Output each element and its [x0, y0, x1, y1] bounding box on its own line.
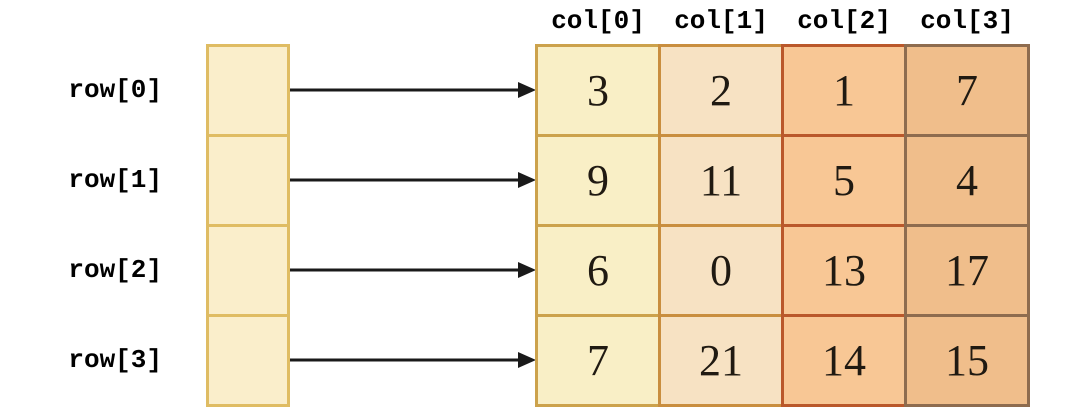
matrix-cell-3-1: 21 [658, 314, 784, 407]
row-label-3: row[3] [68, 345, 162, 375]
arrowhead-icon [518, 172, 536, 188]
matrix-cell-3-2: 14 [781, 314, 907, 407]
col-header-0: col[0] [551, 6, 645, 36]
arrowhead-icon [518, 352, 536, 368]
matrix-cell-0-2: 1 [781, 44, 907, 137]
col-header-1: col[1] [674, 6, 768, 36]
arrowhead-icon [518, 82, 536, 98]
row-pointer-cell-2 [206, 224, 290, 317]
matrix-cell-2-1: 0 [658, 224, 784, 317]
matrix-cell-2-3: 17 [904, 224, 1030, 317]
row-pointer-array [206, 44, 290, 407]
arrowhead-icon [518, 262, 536, 278]
matrix-cell-1-3: 4 [904, 134, 1030, 227]
row-pointer-cell-3 [206, 314, 290, 407]
matrix-cell-0-1: 2 [658, 44, 784, 137]
col-header-2: col[2] [797, 6, 891, 36]
col-header-3: col[3] [920, 6, 1014, 36]
row-label-0: row[0] [68, 75, 162, 105]
row-label-2: row[2] [68, 255, 162, 285]
matrix-cell-3-3: 15 [904, 314, 1030, 407]
matrix-cell-0-0: 3 [535, 44, 661, 137]
matrix-cell-3-0: 7 [535, 314, 661, 407]
matrix-cell-2-2: 13 [781, 224, 907, 317]
row-label-1: row[1] [68, 165, 162, 195]
arrow-shaft [290, 178, 520, 182]
arrow-shaft [290, 88, 520, 92]
matrix-cell-1-1: 11 [658, 134, 784, 227]
matrix-cell-2-0: 6 [535, 224, 661, 317]
row-pointer-cell-0 [206, 44, 290, 137]
row-pointer-cell-1 [206, 134, 290, 227]
matrix-grid: col[0] col[1] col[2] col[3] 3 2 1 7 9 11… [535, 6, 1030, 407]
matrix-cell-0-3: 7 [904, 44, 1030, 137]
matrix-cell-1-2: 5 [781, 134, 907, 227]
arrow-shaft [290, 268, 520, 272]
matrix-cell-1-0: 9 [535, 134, 661, 227]
arrow-shaft [290, 358, 520, 362]
